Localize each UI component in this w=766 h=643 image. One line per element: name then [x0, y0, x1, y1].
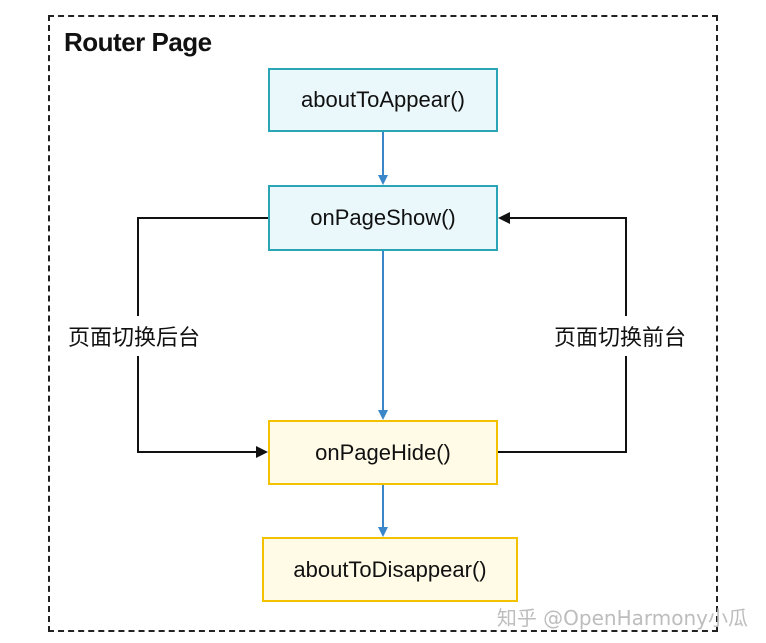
node-about-to-disappear-label: aboutToDisappear() [293, 556, 487, 582]
node-on-page-hide: onPageHide() [268, 420, 498, 485]
router-page-frame [48, 15, 718, 632]
label-switch-to-background: 页面切换后台 [66, 316, 203, 356]
page-title: Router Page [64, 27, 212, 57]
node-about-to-appear: aboutToAppear() [268, 68, 498, 132]
node-on-page-show: onPageShow() [268, 185, 498, 251]
watermark: 知乎 @OpenHarmony小瓜 [496, 606, 748, 630]
label-switch-to-foreground: 页面切换前台 [552, 316, 689, 356]
node-on-page-hide-label: onPageHide() [315, 439, 451, 465]
node-on-page-show-label: onPageShow() [310, 205, 456, 230]
node-about-to-disappear: aboutToDisappear() [262, 537, 518, 602]
node-about-to-appear-label: aboutToAppear() [301, 87, 465, 112]
